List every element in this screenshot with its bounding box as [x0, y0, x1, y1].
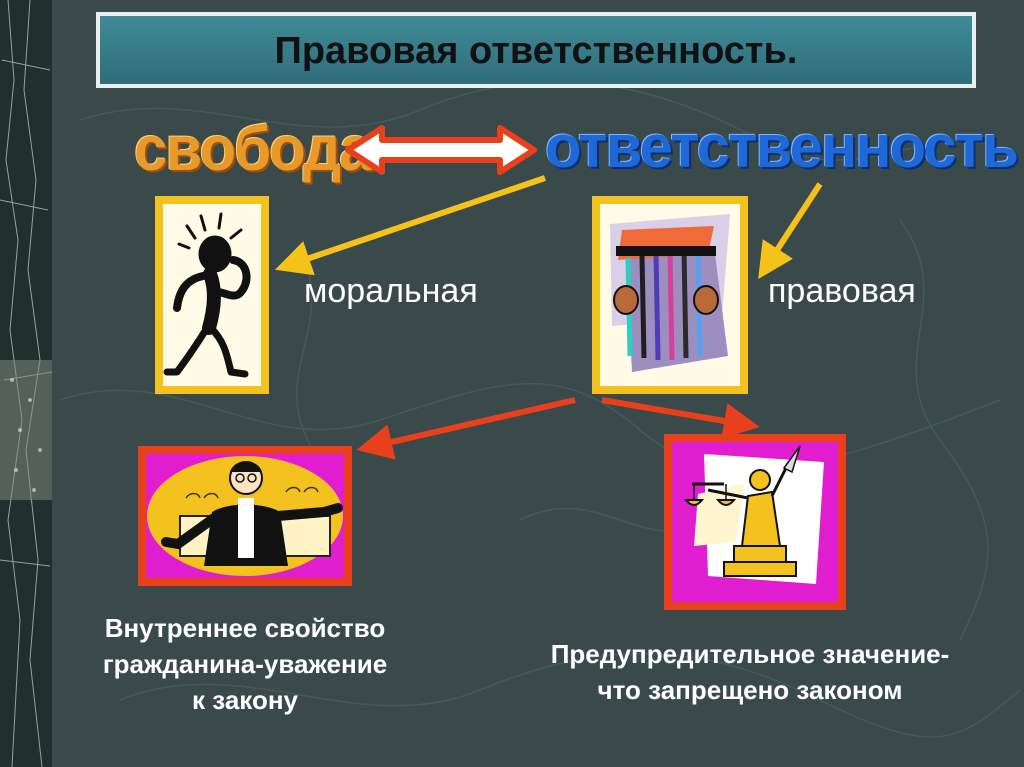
card-themis: [664, 434, 846, 610]
label-moral: моральная: [304, 272, 478, 310]
stressed-figure-icon: [163, 204, 261, 386]
themis-statue-icon: [672, 442, 838, 602]
page-title: Правовая ответственность.: [274, 30, 798, 72]
judge-icon: [146, 454, 344, 578]
word-freedom: свобода: [134, 113, 372, 184]
prison-bars-icon: [600, 204, 740, 386]
label-legal: правовая: [768, 272, 916, 310]
description-legal-line: что запрещено законом: [597, 675, 903, 705]
title-bar: Правовая ответственность.: [96, 12, 976, 88]
card-moral: [155, 196, 269, 394]
description-legal: Предупредительное значение- что запрещен…: [520, 636, 980, 708]
card-judge: [138, 446, 352, 586]
description-moral-line: гражданина-уважение: [102, 649, 388, 679]
description-moral: Внутреннее свойство гражданина-уважение …: [70, 610, 420, 718]
card-legal: [592, 196, 748, 394]
word-responsibility: ответственность: [545, 113, 1019, 180]
description-moral-line: Внутреннее свойство: [104, 613, 386, 643]
description-moral-line: к закону: [192, 685, 298, 715]
description-legal-line: Предупредительное значение-: [550, 639, 950, 669]
